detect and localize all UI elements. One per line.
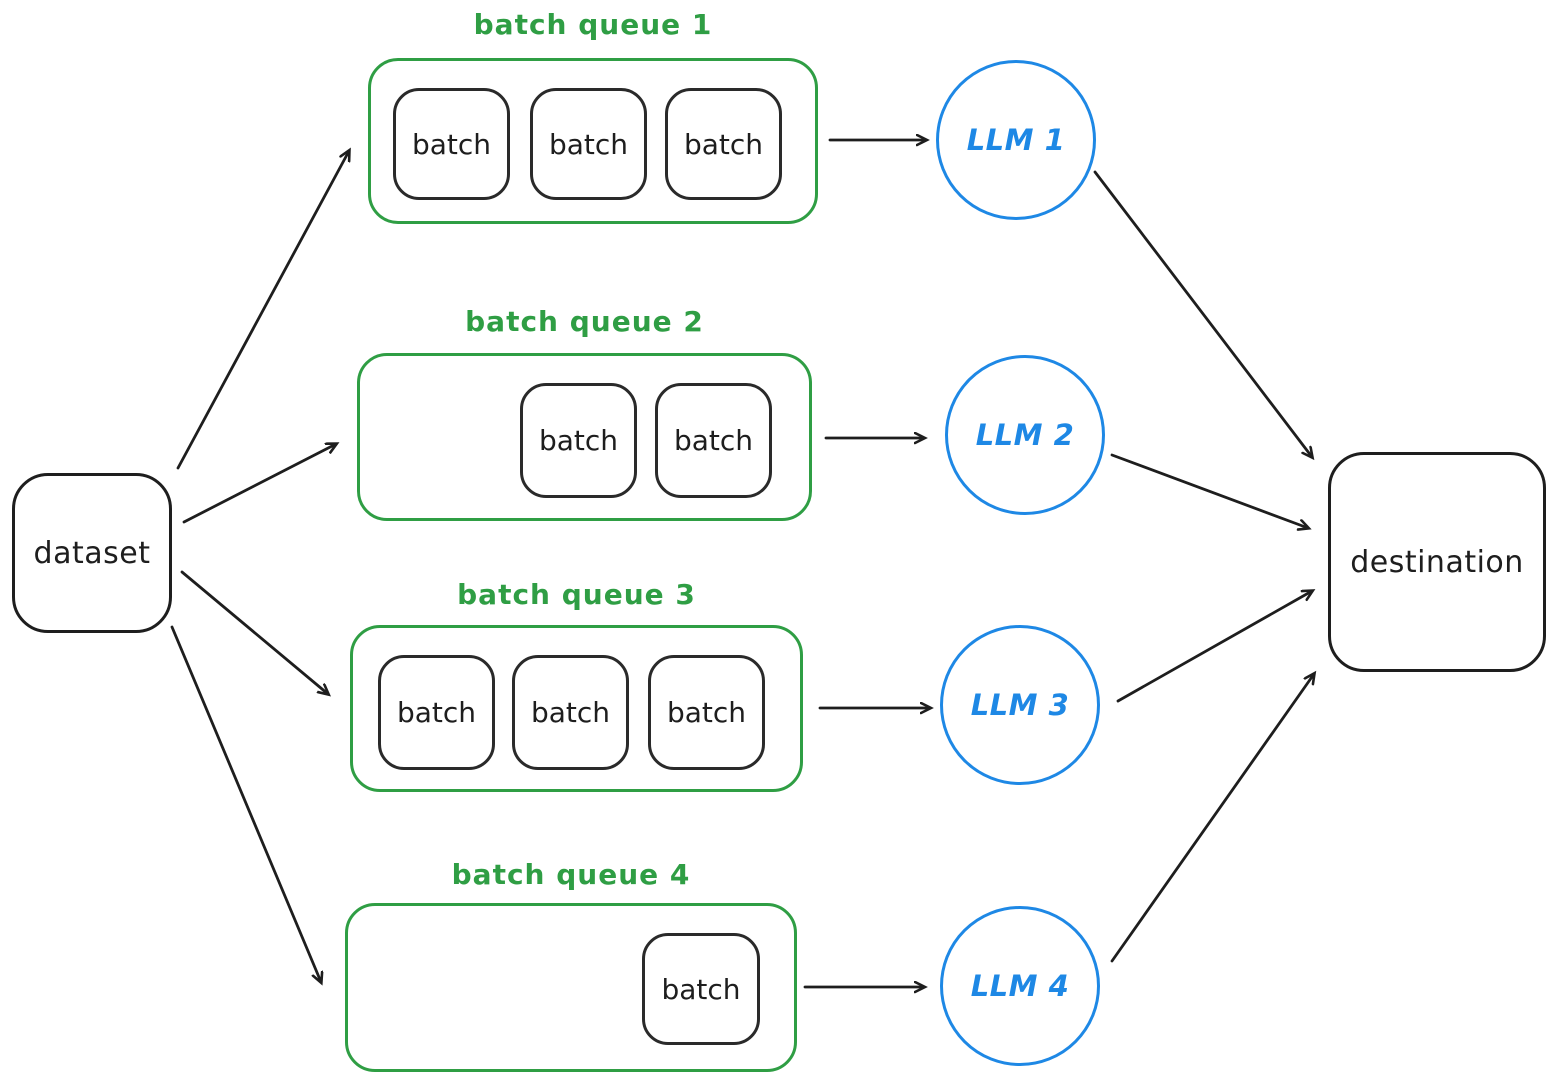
llm2-node: LLM 2 [945, 355, 1105, 515]
dataset-label: dataset [33, 535, 151, 571]
queue3-batch-3: batch [648, 655, 765, 770]
arrow-dataset-to-queue4 [170, 625, 321, 982]
arrow-llm2-to-destination [1110, 453, 1308, 528]
llm3-node: LLM 3 [940, 625, 1100, 785]
queue2-batch-1: batch [520, 383, 637, 498]
queue2-title: batch queue 2 [465, 305, 704, 338]
queue3-title: batch queue 3 [457, 578, 696, 611]
llm4-node: LLM 4 [940, 906, 1100, 1066]
queue1-title: batch queue 1 [473, 8, 713, 41]
dataset-node: dataset [12, 473, 172, 633]
arrow-llm4-to-destination [1110, 674, 1314, 963]
arrow-llm1-to-destination [1093, 170, 1312, 457]
arrow-dataset-to-queue2 [182, 444, 336, 524]
queue1-batch-2: batch [530, 88, 647, 200]
arrow-llm3-to-destination [1116, 591, 1312, 703]
llm1-node: LLM 1 [936, 60, 1096, 220]
queue1-batch-1: batch [393, 88, 510, 200]
destination-label: destination [1350, 544, 1524, 580]
arrow-dataset-to-queue1 [176, 151, 349, 470]
queue2-batch-2: batch [655, 383, 772, 498]
queue3-batch-1: batch [378, 655, 495, 770]
queue4-batch-1: batch [642, 933, 760, 1045]
queue1-batch-3: batch [665, 88, 782, 200]
queue3-batch-2: batch [512, 655, 629, 770]
queue4-title: batch queue 4 [451, 858, 691, 891]
destination-node: destination [1328, 452, 1546, 672]
arrow-dataset-to-queue3 [180, 570, 328, 694]
